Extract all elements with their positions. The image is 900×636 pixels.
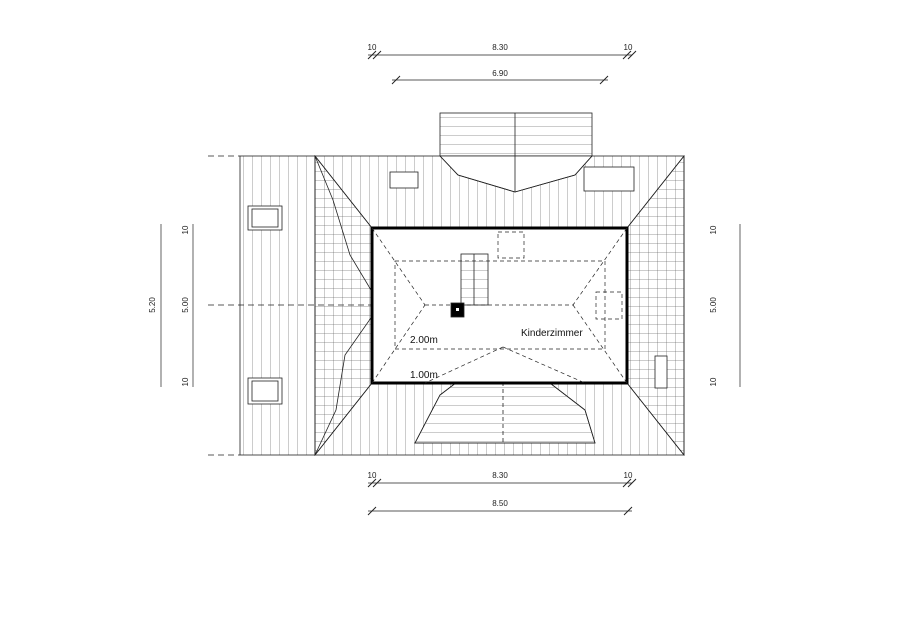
dim-right-top: 10	[709, 225, 718, 234]
dim-right-bottom: 10	[709, 377, 718, 386]
dim-right-middle: 5.00	[709, 297, 718, 313]
skylight	[583, 166, 635, 192]
skylight	[247, 377, 283, 405]
dim-top-row2: 6.90	[492, 69, 508, 78]
dim-left-outer: 5.20	[148, 297, 157, 313]
skylight	[389, 171, 419, 189]
skylight	[247, 205, 283, 231]
room-outline	[370, 226, 629, 385]
dim-top-right: 10	[624, 43, 633, 52]
top-gable	[439, 112, 593, 157]
dim-bottom-middle: 8.30	[492, 471, 508, 480]
height-label-low: 1.00m	[410, 370, 438, 381]
dim-bottom-row2: 8.50	[492, 499, 508, 508]
left-roof	[239, 155, 316, 456]
room-name: Kinderzimmer	[521, 328, 583, 339]
stairs	[460, 253, 489, 306]
dim-top-left: 10	[368, 43, 377, 52]
dim-bottom-left: 10	[368, 471, 377, 480]
dim-bottom-right: 10	[624, 471, 633, 480]
dim-top-middle: 8.30	[492, 43, 508, 52]
height-label-high: 2.00m	[410, 335, 438, 346]
skylight	[654, 355, 668, 389]
dim-left-bottom: 10	[181, 377, 190, 386]
dim-left-top: 10	[181, 225, 190, 234]
dim-left-middle: 5.00	[181, 297, 190, 313]
